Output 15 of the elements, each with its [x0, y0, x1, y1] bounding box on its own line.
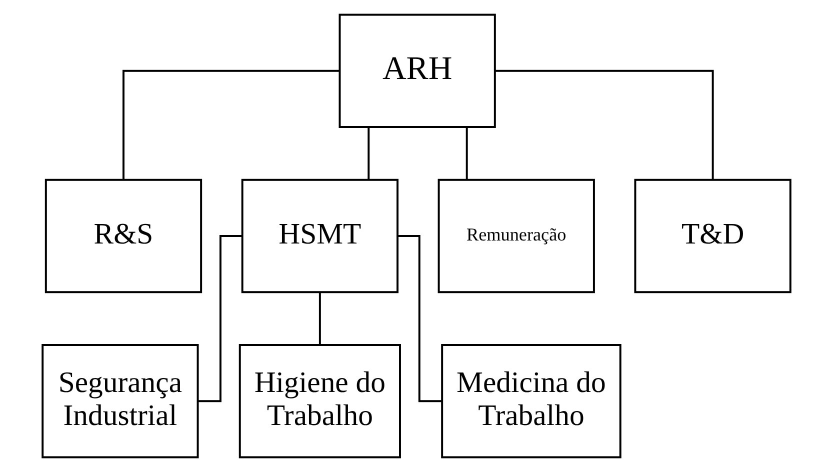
connector	[122, 70, 340, 180]
connector	[318, 292, 321, 344]
node-box: Remuneração	[438, 178, 595, 294]
node-box: Medicina do Trabalho	[441, 344, 622, 458]
connector	[198, 235, 242, 402]
connector	[368, 127, 370, 180]
node-box: Segurança Industrial	[42, 344, 199, 458]
node-box: R&S	[44, 178, 202, 294]
connector	[466, 127, 468, 180]
connector	[398, 235, 442, 402]
node-box: T&D	[634, 178, 792, 294]
node-box: Higiene do Trabalho	[238, 344, 401, 458]
node-box: HSMT	[241, 178, 398, 294]
connector	[494, 70, 714, 180]
node-box: ARH	[338, 14, 496, 128]
